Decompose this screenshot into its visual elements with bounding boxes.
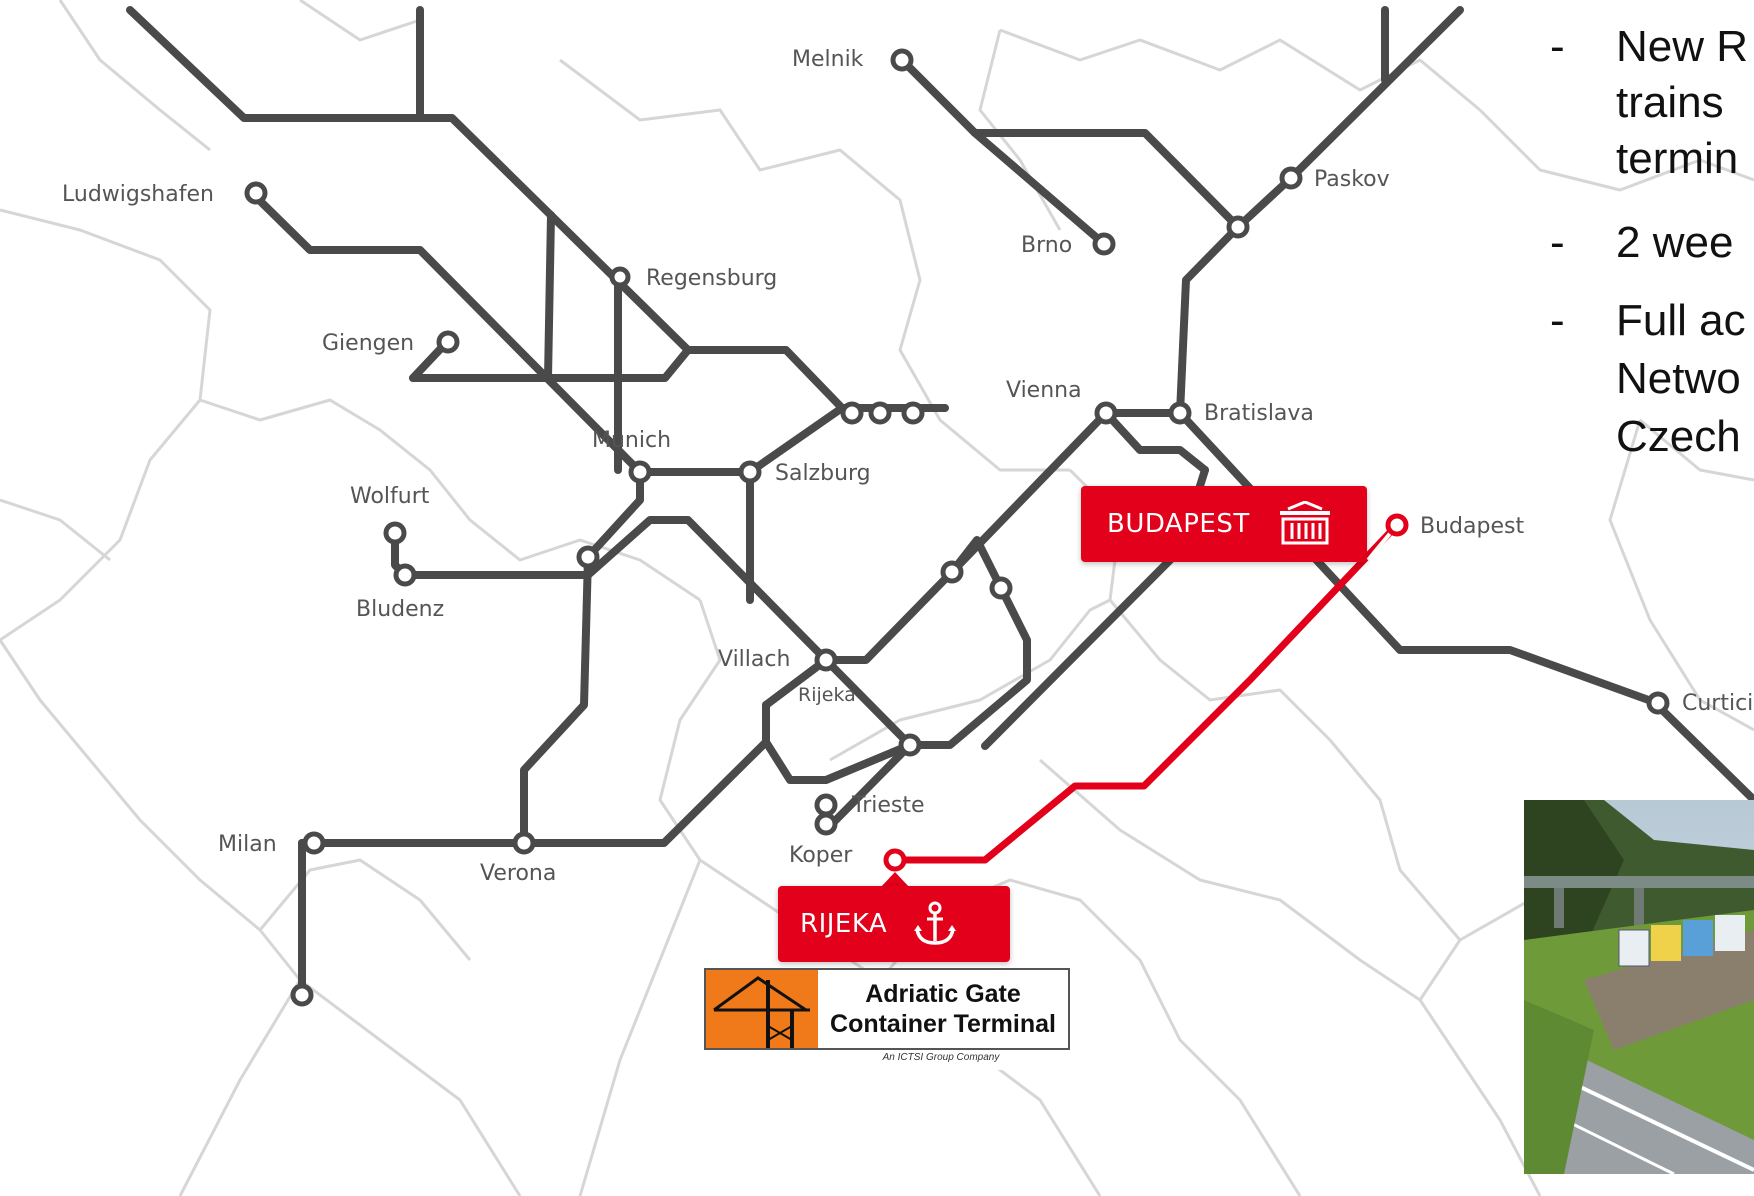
station-regensburg: [609, 266, 631, 288]
bullet-1-line-2: trains: [1616, 78, 1724, 127]
label-milan: Milan: [218, 832, 277, 857]
bullet-dash: -: [1550, 218, 1565, 267]
container-train-photo: [1524, 800, 1754, 1174]
rijeka-badge-label: RIJEKA: [800, 909, 888, 939]
label-curtici: Curtici: [1682, 691, 1753, 716]
bullet-3-line-1: Full ac: [1616, 296, 1746, 345]
station-giengen: [436, 330, 460, 354]
label-brno: Brno: [1021, 233, 1072, 258]
label-villach: Villach: [718, 647, 790, 672]
label-paskov: Paskov: [1314, 167, 1390, 192]
budapest-badge-label: BUDAPEST: [1107, 509, 1250, 539]
station-ljubljana: [898, 733, 922, 757]
budapest-terminal-badge[interactable]: BUDAPEST: [1081, 486, 1367, 562]
stations: [244, 48, 1670, 1007]
station-budapest-red: [1385, 513, 1409, 537]
label-giengen: Giengen: [322, 331, 414, 356]
station-wolfurt: [383, 521, 407, 545]
station-milan-south: [290, 983, 314, 1007]
station-trieste: [814, 793, 838, 817]
station-bratislava: [1168, 401, 1192, 425]
station-paskov-junction: [1226, 215, 1250, 239]
station-linz-1: [840, 401, 864, 425]
bullet-2-line-1: 2 wee: [1616, 218, 1734, 267]
label-rijeka: Rijeka: [798, 684, 856, 706]
station-linz-3: [901, 401, 925, 425]
logo-text: Adriatic Gate Container Terminal: [818, 970, 1068, 1048]
station-melnik: [890, 48, 914, 72]
label-vienna: Vienna: [1006, 378, 1082, 403]
bullet-1-line-3: termin: [1616, 134, 1739, 183]
rijeka-pin-pointer: [880, 872, 910, 888]
bullet-3-line-3: Czech: [1616, 412, 1741, 461]
label-bludenz: Bludenz: [356, 597, 444, 622]
station-bludenz: [393, 563, 417, 587]
city-labels: Melnik Ludwigshafen Paskov Brno Regensbu…: [62, 47, 1753, 886]
station-innsbruck: [576, 545, 600, 569]
label-regensburg: Regensburg: [646, 266, 777, 291]
bullet-list: - New R trains termin - 2 wee - Full ac …: [1550, 22, 1754, 462]
label-budapest: Budapest: [1420, 514, 1524, 539]
bullet-dash: -: [1550, 296, 1565, 345]
station-milan: [302, 831, 326, 855]
station-rijeka-red: [883, 848, 907, 872]
station-vienna: [1094, 401, 1118, 425]
bullet-dash: -: [1550, 22, 1565, 71]
label-munich: Munich: [592, 428, 671, 453]
label-melnik: Melnik: [792, 47, 864, 72]
logo-line-2: Container Terminal: [830, 1010, 1056, 1038]
station-verona: [512, 831, 536, 855]
label-salzburg: Salzburg: [775, 461, 871, 486]
label-koper: Koper: [789, 843, 853, 868]
station-graz-2: [989, 576, 1013, 600]
bullet-3-line-2: Netwo: [1616, 354, 1741, 403]
logo-tagline: An ICTSI Group Company: [882, 1052, 1000, 1063]
station-salzburg: [738, 460, 762, 484]
logo-line-1: Adriatic Gate: [865, 980, 1021, 1008]
station-koper: [814, 812, 838, 836]
station-graz: [940, 560, 964, 584]
crane-icon: [706, 970, 818, 1048]
station-linz-2: [868, 401, 892, 425]
station-paskov: [1279, 166, 1303, 190]
bullet-1-line-1: New R: [1616, 22, 1749, 71]
station-curtici: [1646, 691, 1670, 715]
station-ludwigshafen: [244, 181, 268, 205]
label-wolfurt: Wolfurt: [350, 484, 430, 509]
logo-frame: Adriatic Gate Container Terminal: [704, 968, 1070, 1050]
station-munich: [628, 460, 652, 484]
label-bratislava: Bratislava: [1204, 401, 1314, 426]
label-ludwigshafen: Ludwigshafen: [62, 182, 214, 207]
station-brno: [1092, 232, 1116, 256]
label-trieste: Trieste: [851, 793, 925, 818]
rijeka-budapest-route: [891, 521, 1401, 864]
rijeka-port-badge[interactable]: RIJEKA: [778, 886, 1010, 962]
adriatic-gate-logo: Adriatic Gate Container Terminal An ICTS…: [704, 968, 1070, 1070]
container-icon: [1279, 501, 1330, 545]
station-villach: [814, 648, 838, 672]
label-verona: Verona: [480, 861, 556, 886]
anchor-icon: [914, 901, 957, 945]
